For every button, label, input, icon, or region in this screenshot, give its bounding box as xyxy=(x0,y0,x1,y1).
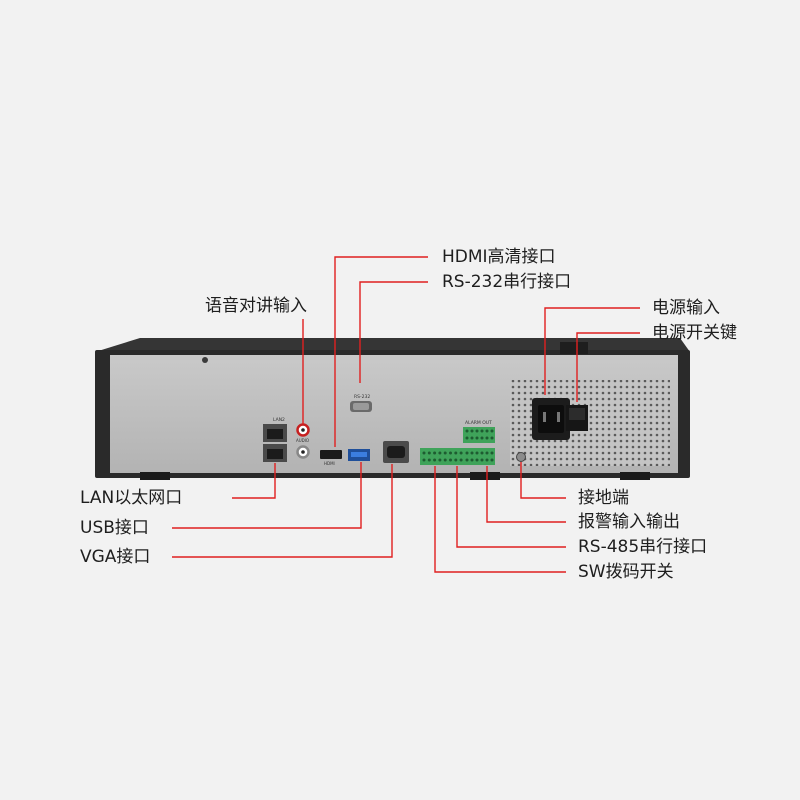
alarm-out-label: ALARM OUT xyxy=(465,420,492,426)
callout-rs232: RS-232串行接口 xyxy=(442,272,572,292)
terminal-screw-icon xyxy=(480,458,484,462)
terminal-screw-icon xyxy=(470,429,474,433)
callout-rs485: RS-485串行接口 xyxy=(578,537,708,557)
chassis-top xyxy=(95,338,690,352)
terminal-screw-icon xyxy=(459,451,463,455)
leader-lan xyxy=(232,463,276,499)
rs485-terminal-block xyxy=(420,448,464,465)
leader-hdmi xyxy=(334,256,428,447)
hdmi-port-label: HDMI xyxy=(324,461,335,466)
callout-audio-in: 语音对讲输入 xyxy=(205,296,307,316)
terminal-screw-icon xyxy=(475,458,479,462)
callout-power-in: 电源输入 xyxy=(652,298,720,318)
power-pin-icon xyxy=(557,412,560,422)
terminal-screw-icon xyxy=(454,458,458,462)
hdmi-port-icon xyxy=(320,450,342,459)
terminal-screw-icon xyxy=(475,451,479,455)
terminal-screw-icon xyxy=(470,458,474,462)
callout-usb: USB接口 xyxy=(80,518,149,538)
terminal-screw-icon xyxy=(433,451,437,455)
callout-hdmi: HDMI高清接口 xyxy=(442,247,556,267)
terminal-screw-icon xyxy=(438,451,442,455)
callout-power-switch: 电源开关键 xyxy=(652,323,737,343)
chassis-foot xyxy=(470,472,500,480)
terminal-screw-icon xyxy=(490,429,494,433)
terminal-screw-icon xyxy=(465,458,469,462)
audio-port-label: AUDIO xyxy=(296,438,309,443)
audio-jack-hole xyxy=(301,428,305,432)
rs232-port-label: RS-232 xyxy=(354,394,370,400)
power-pin-icon xyxy=(543,412,546,422)
callout-lan: LAN以太网口 xyxy=(80,488,183,508)
terminal-screw-icon xyxy=(485,429,489,433)
callout-sw-dip: SW拨码开关 xyxy=(578,562,674,582)
lan-port-label: LAN2 xyxy=(273,417,285,423)
terminal-screw-icon xyxy=(485,436,489,440)
leader-ground xyxy=(520,462,566,499)
terminal-screw-icon xyxy=(480,451,484,455)
terminal-screw-icon xyxy=(490,458,494,462)
lan-port-socket xyxy=(267,429,283,439)
panel-screw-icon xyxy=(202,357,208,363)
chassis-foot xyxy=(140,472,170,480)
terminal-screw-icon xyxy=(422,458,426,462)
terminal-screw-icon xyxy=(470,436,474,440)
terminal-screw-icon xyxy=(465,436,469,440)
terminal-screw-icon xyxy=(422,451,426,455)
leader-power-in xyxy=(544,307,640,395)
terminal-screw-icon xyxy=(465,429,469,433)
rs485-terminal-pins xyxy=(422,451,463,462)
callout-alarm-io: 报警输入输出 xyxy=(578,512,680,532)
terminal-screw-icon xyxy=(475,429,479,433)
terminal-screw-icon xyxy=(470,451,474,455)
callout-vga: VGA接口 xyxy=(80,547,151,567)
terminal-screw-icon xyxy=(449,451,452,455)
terminal-screw-icon xyxy=(475,436,479,440)
usb-port-socket xyxy=(351,452,367,457)
terminal-screw-icon xyxy=(459,458,463,462)
chassis-tab xyxy=(560,342,588,354)
leader-sw-dip xyxy=(434,466,566,573)
leader-rs232 xyxy=(359,281,428,383)
power-switch-rocker xyxy=(569,408,585,420)
leader-usb xyxy=(172,462,362,529)
terminal-screw-icon xyxy=(480,436,484,440)
terminal-screw-icon xyxy=(465,451,469,455)
leader-rs485 xyxy=(456,466,566,548)
leader-alarm-io xyxy=(486,466,566,523)
audio-jack-hole xyxy=(301,450,305,454)
terminal-screw-icon xyxy=(427,451,431,455)
terminal-screw-icon xyxy=(443,451,447,455)
terminal-screw-icon xyxy=(490,451,494,455)
terminal-screw-icon xyxy=(480,429,484,433)
terminal-screw-icon xyxy=(485,451,489,455)
rs232-port-socket xyxy=(353,403,369,410)
terminal-screw-icon xyxy=(427,458,431,462)
vga-port-socket xyxy=(387,446,405,458)
leader-power-switch xyxy=(576,332,640,402)
terminal-screw-icon xyxy=(490,436,494,440)
terminal-screw-icon xyxy=(485,458,489,462)
terminal-screw-icon xyxy=(443,458,447,462)
terminal-screw-icon xyxy=(449,458,452,462)
callout-ground: 接地端 xyxy=(578,488,629,508)
ground-screw-icon xyxy=(516,452,526,462)
leader-vga xyxy=(172,464,393,558)
terminal-screw-icon xyxy=(454,451,458,455)
terminal-screw-icon xyxy=(433,458,437,462)
alarm-terminal-pins xyxy=(465,429,494,462)
lan-port-socket xyxy=(267,449,283,459)
terminal-screw-icon xyxy=(438,458,442,462)
chassis-foot xyxy=(620,472,650,480)
